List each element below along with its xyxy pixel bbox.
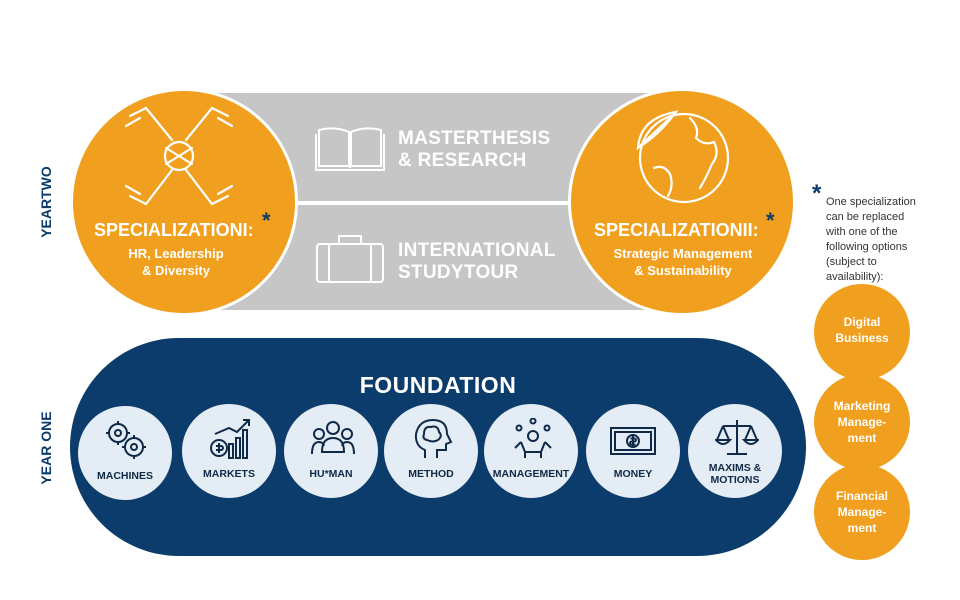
module-label: METHOD [408, 468, 454, 480]
globe-leaf-icon [636, 110, 730, 204]
study-tour-text: INTERNATIONAL STUDYTOUR [398, 240, 556, 283]
scales-icon [715, 420, 759, 455]
foundation-title: FOUNDATION [359, 372, 517, 398]
specialization-note: One specialization can be replaced with … [826, 196, 916, 283]
specialization-1-circle [70, 88, 298, 316]
year-one-label: YEAR ONE [38, 411, 54, 485]
module-label: MACHINES [96, 470, 153, 482]
gears-icon [106, 421, 146, 459]
option-label: Digital Business [835, 315, 889, 345]
module-label: MONEY [613, 468, 653, 480]
module-method: METHOD [384, 404, 478, 498]
option-marketing-management: Marketing Manage- ment [814, 374, 910, 470]
specialization-2-asterisk: * [766, 208, 775, 233]
specialization-2-subtitle: Strategic Management & Sustainability [613, 246, 753, 278]
manager-juggling-icon [514, 418, 552, 458]
module-machines: MACHINES [78, 406, 172, 500]
module-maxims-motions: MAXIMS & MOTIONS [688, 404, 782, 498]
year-two-label: YEARTWO [38, 166, 54, 238]
module-label: HU*MAN [309, 468, 353, 480]
people-icon [311, 421, 355, 455]
specialization-1-subtitle: HR, Leadership & Diversity [128, 246, 224, 278]
specialization-1-asterisk: * [262, 208, 271, 233]
module-markets: MARKETS [182, 404, 276, 498]
note-asterisk: * [812, 180, 822, 207]
briefcase-icon [316, 235, 384, 283]
head-brain-icon [414, 418, 453, 458]
module-label: MARKETS [203, 468, 255, 480]
module-management: MANAGEMENT [484, 404, 578, 498]
option-label: Marketing Manage- ment [833, 399, 891, 445]
specialization-2-title: SPECIALIZATIONII: [594, 220, 759, 240]
option-label: Financial Manage- ment [835, 489, 888, 535]
option-digital-business: Digital Business [814, 284, 910, 380]
module-human: HU*MAN [284, 404, 378, 498]
growth-chart-icon [210, 419, 250, 459]
module-label: MAXIMS & MOTIONS [708, 462, 762, 486]
banknote-icon [610, 427, 656, 455]
module-money: MONEY [586, 404, 680, 498]
specialization-1-title: SPECIALIZATIONI: [94, 220, 254, 240]
band-divider [210, 201, 660, 205]
option-financial-management: Financial Manage- ment [814, 464, 910, 560]
master-thesis-text: MASTERTHESIS & RESEARCH [398, 128, 551, 171]
joined-hands-icon [124, 106, 234, 206]
book-icon [315, 127, 385, 171]
module-label: MANAGEMENT [492, 468, 570, 480]
foundation-band: FOUNDATION MACHINES MARKETS HU*MAN METHO… [70, 338, 806, 556]
